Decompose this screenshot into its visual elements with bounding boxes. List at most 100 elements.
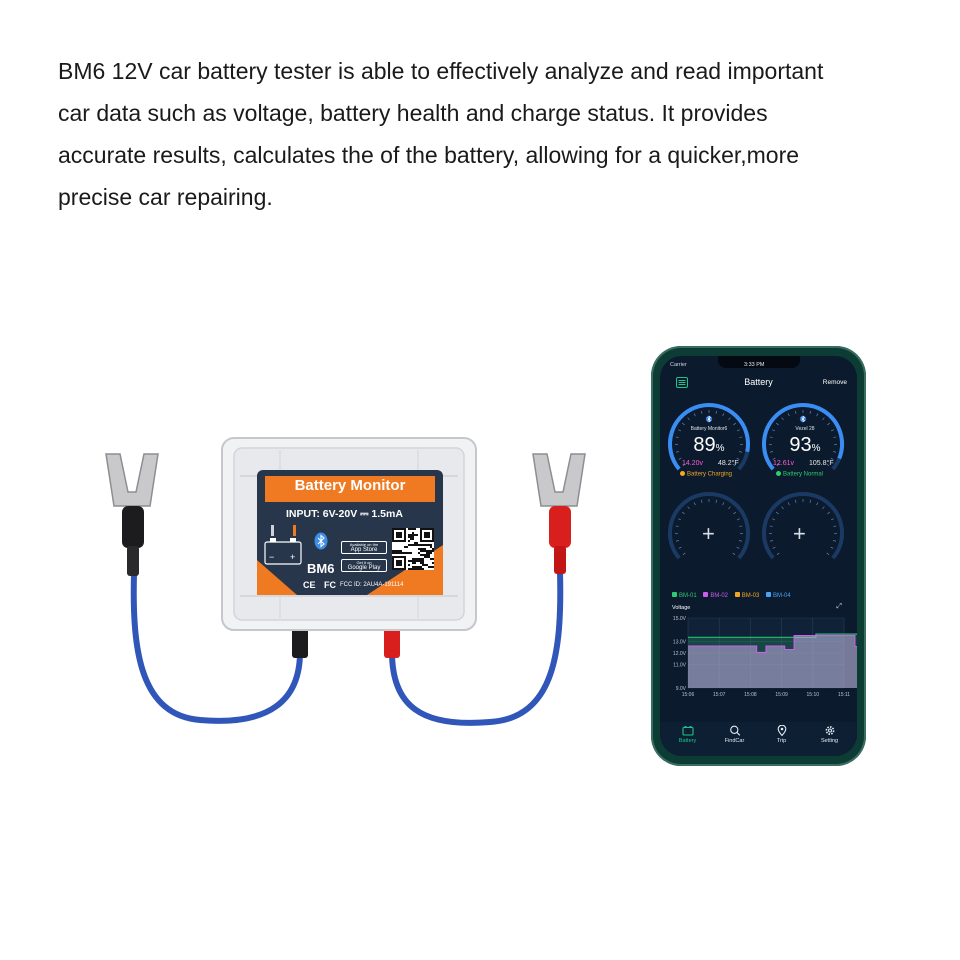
gauge-tick [678,457,682,460]
legend-label: BM-04 [773,592,791,599]
gauge-percent-value: 89 [693,434,716,456]
fc-mark: FC [324,580,336,590]
gauge-tick [826,463,830,467]
gauge-tick [826,552,830,556]
qr-module [418,568,420,570]
qr-module [416,534,418,536]
qr-finder [396,532,402,538]
add-battery-button[interactable]: + [793,521,806,546]
qr-module [426,554,428,556]
qr-module [406,552,408,554]
qr-module [410,534,412,536]
legend-item-bm04[interactable]: BM-04 [766,592,791,599]
gauge-percent-unit: % [811,443,821,454]
gauge-tick [769,540,774,542]
search-icon [729,725,740,736]
qr-code [392,528,434,570]
page-title: Battery [744,377,773,387]
qr-module [418,558,420,560]
qr-module [424,556,426,558]
legend-label: BM-02 [710,592,729,599]
status-carrier: Carrier [670,362,687,368]
qr-module [418,566,420,568]
gauge-tick [769,451,774,453]
qr-module [422,562,424,564]
gauge-name: Battery Monitor6 [690,426,728,432]
qr-module [424,550,426,552]
qr-module [416,560,418,562]
qr-module [412,534,414,536]
qr-module [414,558,416,560]
gauge-tick [681,422,685,426]
expand-icon[interactable]: ⤢ [836,603,842,610]
tab-battery[interactable]: Battery [663,725,712,744]
left-fork-terminal [105,453,159,507]
tab-setting[interactable]: Setting [805,725,854,744]
qr-module [410,568,412,570]
gauge-tick [822,417,825,421]
gauge-tick [772,518,776,521]
legend-item-bm01[interactable]: BM-01 [672,592,697,599]
gauge-tick [772,429,776,432]
qr-module [420,568,422,570]
qr-module [412,528,414,530]
qr-module [418,560,420,562]
qr-module [406,546,408,548]
qr-module [420,554,422,556]
qr-module [414,528,416,530]
qr-module [418,552,420,554]
add-battery-button[interactable]: + [702,521,715,546]
tab-trip[interactable]: Trip [757,725,806,744]
device-title: Battery Monitor [294,477,406,494]
qr-module [426,556,428,558]
tab-label: Trip [776,738,787,744]
qr-module [408,534,410,536]
svg-text:+: + [290,552,295,562]
qr-module [400,552,402,554]
legend-item-bm03[interactable]: BM-03 [734,592,759,599]
qr-module [396,552,398,554]
gauge-tick [733,422,737,426]
gauge-tick [675,525,679,527]
checkbox-icon [672,592,677,597]
list-icon[interactable] [676,377,688,388]
gauge-tick [701,410,703,414]
gauge-tick [787,502,790,506]
qr-module [422,558,424,560]
gauge-tick [678,429,682,432]
qr-finder [396,560,402,566]
qr-module [420,548,422,550]
qr-module [412,560,414,562]
gauge-temperature: 105.8°F [809,460,834,467]
qr-module [412,566,414,568]
qr-module [410,536,412,538]
qr-module [422,568,424,570]
qr-module [408,536,410,538]
qr-module [428,550,430,552]
gauge-tick [795,499,797,503]
checkbox-icon [703,592,709,597]
qr-module [414,568,416,570]
gauge-tick [736,546,740,549]
legend-item-bm02[interactable]: BM-02 [703,592,729,599]
gauge-track [668,492,750,560]
gauge-tick [722,502,725,506]
remove-button[interactable]: Remove [822,379,847,386]
gauge-tick [739,525,743,527]
qr-module [416,544,418,546]
qr-module [404,546,406,548]
gauge-tick [738,451,743,453]
tab-findcar[interactable]: FindCar [710,725,759,744]
app-screen: Carrier 3:33 PM Battery Remove Battery M… [660,356,857,756]
google-play-badge: Get it on Google Play [341,559,387,572]
qr-module [432,562,434,564]
qr-module [398,552,400,554]
gauge-tick [722,413,725,417]
qr-module [408,564,410,566]
gauge-voltage: 12.61v [773,460,795,467]
gauge-tick [733,511,737,515]
qr-module [412,562,414,564]
intro-line: car data such as voltage, battery health… [58,100,768,126]
gauge-tick [736,429,740,432]
qr-module [398,550,400,552]
